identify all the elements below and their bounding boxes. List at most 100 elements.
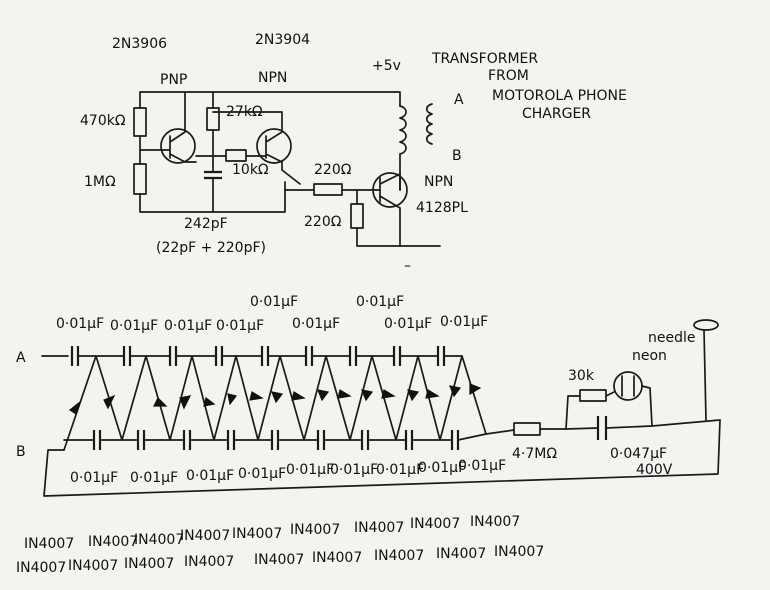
diode-part-label: IN4007 bbox=[16, 560, 66, 576]
oscillator-circuit: 2N3906 2N3904 PNP NPN +5v TRANSFORMER FR… bbox=[80, 32, 627, 274]
diode-part-label: IN4007 bbox=[354, 520, 404, 536]
label-ground: – bbox=[404, 258, 411, 274]
bottom-cap-label: 0·01µF bbox=[238, 466, 286, 482]
resistor-220-shunt bbox=[350, 203, 364, 229]
diode-part-label: IN4007 bbox=[410, 516, 460, 532]
top-cap-label: 0·01µF bbox=[356, 294, 404, 310]
bottom-cap-label: 0·01µF bbox=[376, 462, 424, 478]
bottom-cap-label: 0·01µF bbox=[70, 470, 118, 486]
diode bbox=[227, 393, 238, 406]
transformer-note-3: MOTOROLA PHONE bbox=[492, 88, 627, 104]
transistor-4128pl bbox=[372, 172, 408, 208]
label-1m: 1MΩ bbox=[84, 174, 116, 190]
diode-part-label: IN4007 bbox=[24, 536, 74, 552]
diode-part-label: IN4007 bbox=[436, 546, 486, 562]
diode bbox=[153, 396, 168, 407]
label-220-series: 220Ω bbox=[314, 162, 352, 178]
label-pnp: PNP bbox=[160, 72, 187, 88]
transistor-pnp bbox=[160, 128, 196, 164]
bottom-cap-label: 0·01µF bbox=[130, 470, 178, 486]
diode bbox=[291, 391, 306, 401]
multiplier-node-a: A bbox=[16, 350, 26, 366]
label-10k: 10kΩ bbox=[232, 162, 269, 178]
label-q3-type: NPN bbox=[424, 174, 453, 190]
transformer-secondary bbox=[425, 103, 433, 145]
bottom-cap-label: 0·01µF bbox=[458, 458, 506, 474]
transformer-primary bbox=[399, 105, 407, 191]
diode-part-label: IN4007 bbox=[124, 556, 174, 572]
diode-part-numbers: IN4007 IN4007 IN4007 IN4007 IN4007 IN400… bbox=[16, 514, 544, 576]
transformer-note-2: FROM bbox=[488, 68, 529, 84]
diode bbox=[249, 391, 264, 401]
resistor-10k bbox=[225, 149, 247, 162]
resistor-30k bbox=[579, 389, 607, 402]
transformer-note-4: CHARGER bbox=[522, 106, 591, 122]
top-cap-label: 0·01µF bbox=[384, 316, 432, 332]
diode bbox=[103, 394, 116, 410]
label-470k: 470kΩ bbox=[80, 113, 126, 129]
top-cap-label: 0·01µF bbox=[292, 316, 340, 332]
label-30k: 30k bbox=[568, 368, 595, 384]
label-supply: +5v bbox=[372, 58, 401, 74]
top-cap-label: 0·01µF bbox=[56, 316, 104, 332]
bottom-cap-label: 0·01µF bbox=[286, 462, 334, 478]
resistor-470k bbox=[133, 107, 147, 137]
diode-ladder bbox=[63, 355, 487, 451]
diode bbox=[179, 395, 192, 410]
diode bbox=[271, 391, 284, 404]
resistor-1m bbox=[133, 163, 147, 195]
resistor-220-series bbox=[313, 183, 343, 196]
diode-part-label: IN4007 bbox=[254, 552, 304, 568]
bottom-cap-label: 0·01µF bbox=[186, 468, 234, 484]
diode bbox=[449, 385, 462, 398]
label-cap-note: (22pF + 220pF) bbox=[156, 240, 266, 256]
top-capacitor-chain bbox=[70, 346, 463, 366]
top-cap-label: 0·01µF bbox=[440, 314, 488, 330]
transformer-note-1: TRANSFORMER bbox=[431, 51, 538, 67]
diodes bbox=[68, 383, 482, 415]
diode-part-label: IN4007 bbox=[180, 528, 230, 544]
bottom-cap-label: 0·01µF bbox=[330, 462, 378, 478]
diode bbox=[361, 389, 374, 402]
voltage-multiplier: A B 0·01µF 0·01µF 0·01µF 0·01µF 0·01µF 0… bbox=[16, 294, 721, 497]
diode bbox=[317, 389, 330, 402]
transformer-node-a: A bbox=[454, 92, 464, 108]
diode-part-label: IN4007 bbox=[68, 558, 118, 574]
diode-part-label: IN4007 bbox=[312, 550, 362, 566]
diode-part-label: IN4007 bbox=[374, 548, 424, 564]
diode bbox=[203, 396, 216, 407]
bottom-cap-label: 0·01µF bbox=[418, 460, 466, 476]
diode-part-label: IN4007 bbox=[134, 532, 184, 548]
label-2n3904: 2N3904 bbox=[255, 32, 310, 48]
top-cap-label: 0·01µF bbox=[164, 318, 212, 334]
top-cap-label: 0·01µF bbox=[110, 318, 158, 334]
neon-lamp bbox=[613, 371, 643, 401]
diode bbox=[337, 389, 352, 399]
label-220-shunt: 220Ω bbox=[304, 214, 342, 230]
label-2n3906: 2N3906 bbox=[112, 36, 167, 52]
resistor-4m7 bbox=[513, 422, 541, 436]
diode bbox=[381, 389, 396, 399]
diode bbox=[407, 389, 420, 402]
diode-part-label: IN4007 bbox=[290, 522, 340, 538]
bottom-capacitor-chain bbox=[63, 429, 515, 450]
label-npn: NPN bbox=[258, 70, 287, 86]
top-cap-label: 0·01µF bbox=[216, 318, 264, 334]
transistor-npn bbox=[256, 128, 292, 164]
diode bbox=[425, 389, 440, 399]
diode bbox=[469, 383, 482, 396]
label-242p: 242pF bbox=[184, 216, 228, 232]
diode-part-label: IN4007 bbox=[470, 514, 520, 530]
multiplier-node-b: B bbox=[16, 444, 26, 460]
transformer-node-b: B bbox=[452, 148, 462, 164]
diode bbox=[68, 400, 82, 415]
diode-part-label: IN4007 bbox=[184, 554, 234, 570]
diode-part-label: IN4007 bbox=[494, 544, 544, 560]
label-4m7: 4·7MΩ bbox=[512, 446, 557, 462]
label-047: 0·047µF bbox=[610, 446, 667, 462]
diode-part-label: IN4007 bbox=[88, 534, 138, 550]
label-needle: needle bbox=[648, 330, 696, 346]
diode-part-label: IN4007 bbox=[232, 526, 282, 542]
needle bbox=[693, 319, 719, 331]
